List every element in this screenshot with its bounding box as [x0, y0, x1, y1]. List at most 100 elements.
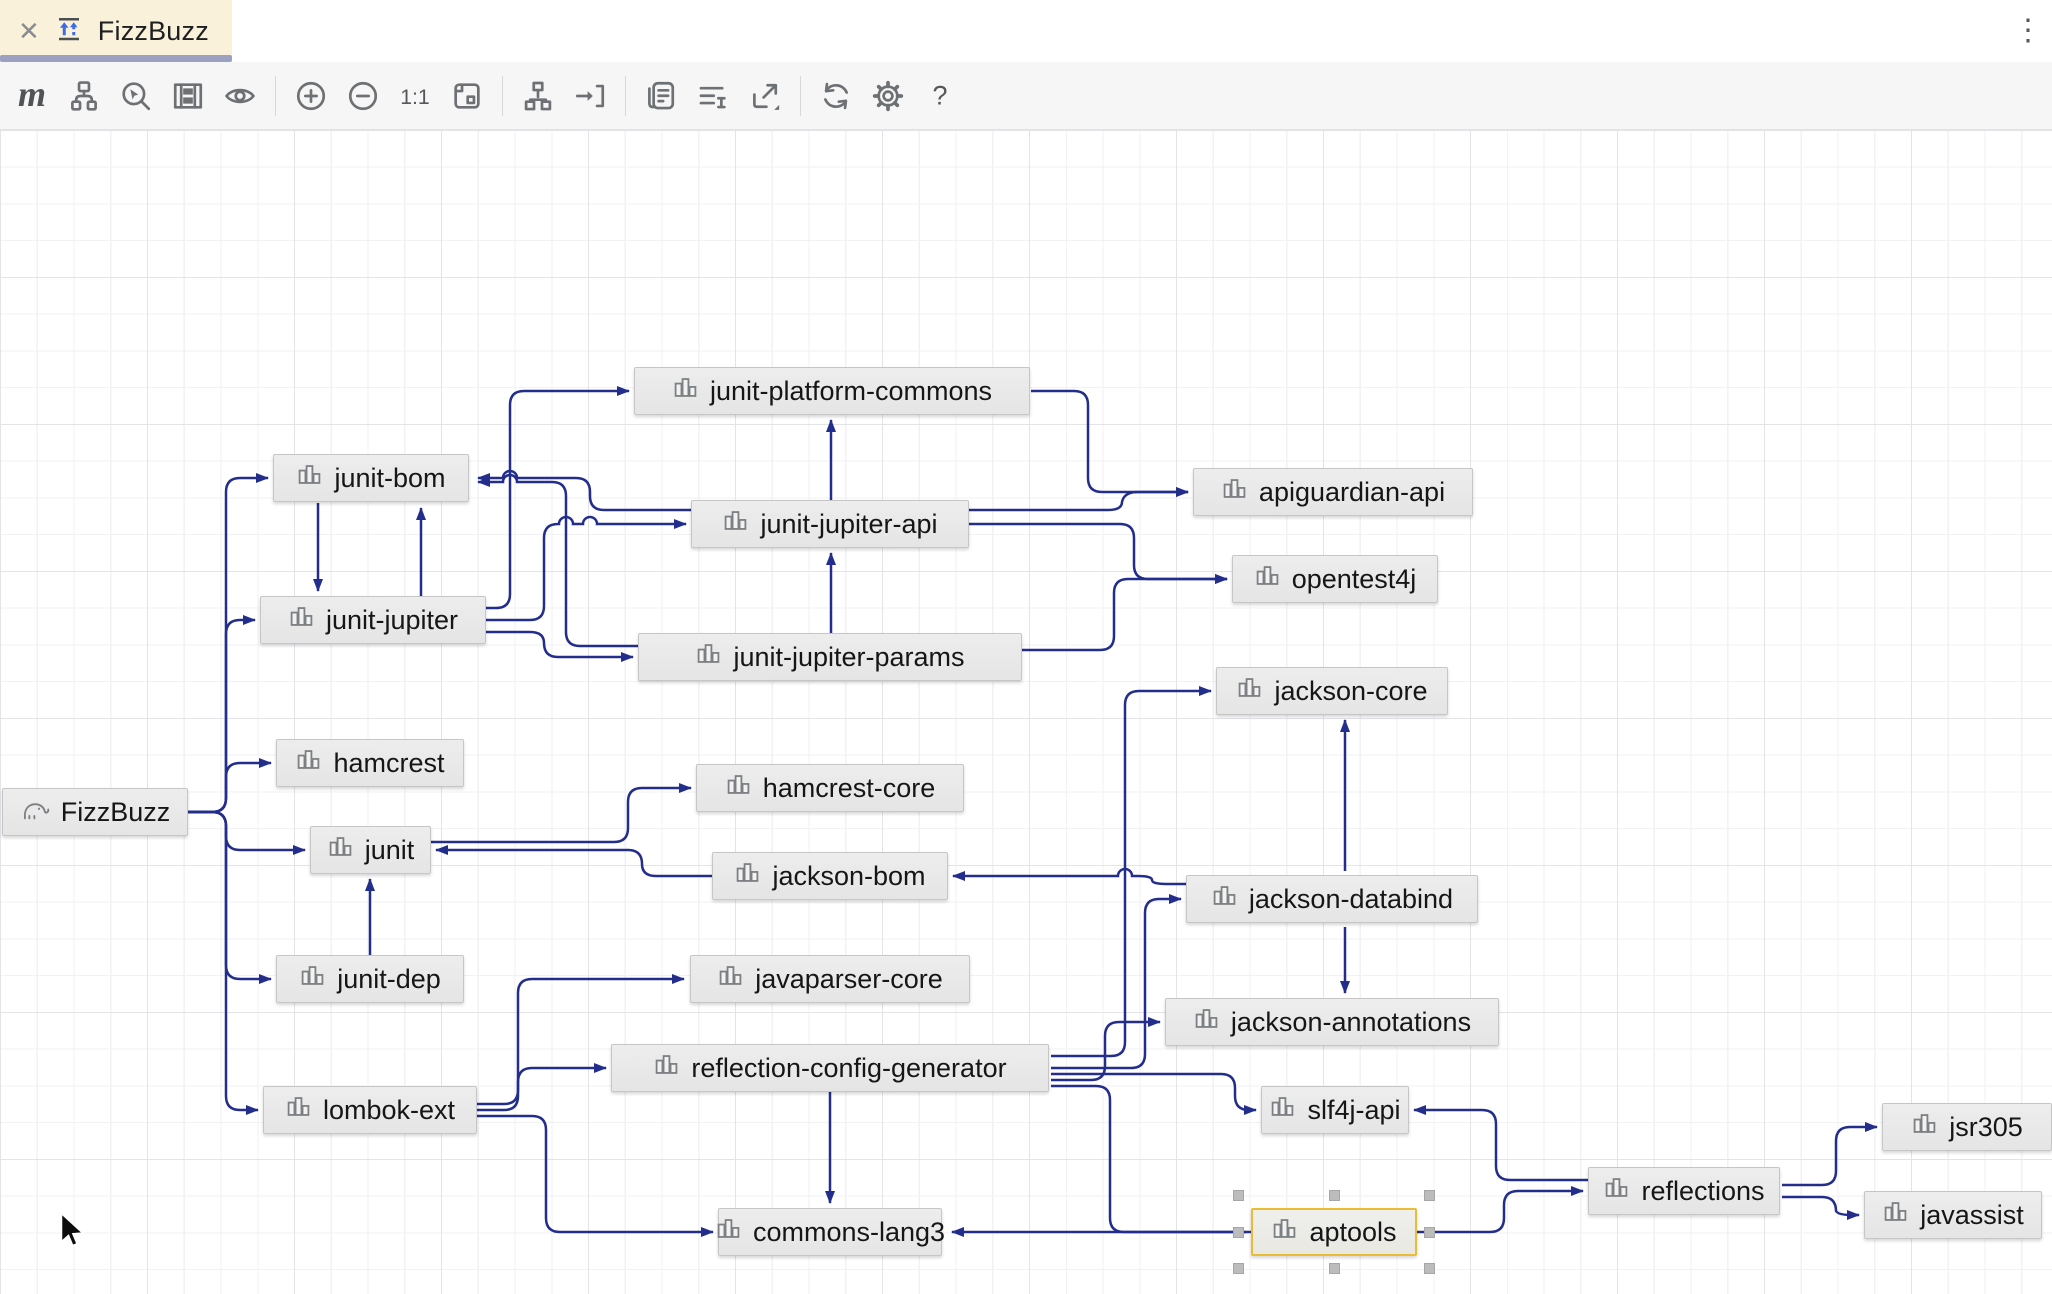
- node-junit[interactable]: junit: [310, 826, 431, 874]
- node-hamcrest-core[interactable]: hamcrest-core: [696, 764, 964, 812]
- tool-scroll-to-node-icon[interactable]: [569, 75, 611, 117]
- node-label: junit-dep: [337, 963, 441, 994]
- node-label: lombok-ext: [322, 1094, 456, 1125]
- tool-maven-logo-icon[interactable]: m: [11, 75, 53, 117]
- selection-handle[interactable]: [1424, 1263, 1435, 1274]
- library-icon: [1882, 1198, 1909, 1232]
- library-icon: [672, 374, 699, 408]
- node-label: jackson-annotations: [1230, 1006, 1472, 1037]
- tab-fizzbuzz[interactable]: ✕ FizzBuzz: [0, 0, 232, 62]
- library-icon: [327, 833, 354, 867]
- node-label: hamcrest: [333, 747, 445, 778]
- node-javaparser-core[interactable]: javaparser-core: [690, 955, 970, 1003]
- library-icon: [1221, 475, 1248, 509]
- node-label: junit-jupiter: [325, 604, 459, 635]
- node-label: apiguardian-api: [1258, 476, 1446, 507]
- node-aptools[interactable]: aptools: [1251, 1208, 1417, 1256]
- toolbar-separator: [502, 75, 503, 116]
- library-icon: [715, 1215, 742, 1249]
- toolbar-separator: [625, 75, 626, 116]
- library-icon: [695, 640, 722, 674]
- node-opentest4j[interactable]: opentest4j: [1232, 555, 1438, 603]
- node-commons-lang3[interactable]: commons-lang3: [715, 1208, 946, 1256]
- selection-handle[interactable]: [1329, 1263, 1340, 1274]
- node-junit-bom[interactable]: junit-bom: [273, 454, 469, 502]
- diagram-file-icon: [54, 14, 84, 49]
- node-javassist[interactable]: javassist: [1864, 1191, 2042, 1239]
- library-icon: [1603, 1174, 1630, 1208]
- node-label: hamcrest-core: [762, 772, 936, 803]
- node-label: aptools: [1309, 1216, 1397, 1247]
- library-icon: [722, 507, 749, 541]
- node-hamcrest[interactable]: hamcrest: [276, 739, 464, 787]
- selection-handle[interactable]: [1233, 1263, 1244, 1274]
- more-options-icon[interactable]: ⋮: [2013, 14, 2043, 47]
- library-icon: [285, 1093, 312, 1127]
- tool-settings-icon[interactable]: [867, 75, 909, 117]
- close-icon[interactable]: ✕: [18, 16, 40, 46]
- node-lombok-ext[interactable]: lombok-ext: [263, 1086, 477, 1134]
- library-icon: [653, 1051, 680, 1085]
- tool-apply-layout-icon[interactable]: [517, 75, 559, 117]
- library-icon: [734, 859, 761, 893]
- selection-handle[interactable]: [1233, 1190, 1244, 1201]
- node-label: junit: [364, 834, 415, 865]
- library-icon: [295, 746, 322, 780]
- tool-copy-diagram-icon[interactable]: [640, 75, 682, 117]
- library-icon: [725, 771, 752, 805]
- tool-show-structure-icon[interactable]: [63, 75, 105, 117]
- tool-visibility-icon[interactable]: [219, 75, 261, 117]
- node-jsr305[interactable]: jsr305: [1882, 1103, 2052, 1151]
- node-junit-platform-commons[interactable]: junit-platform-commons: [634, 367, 1030, 415]
- selection-handle[interactable]: [1233, 1227, 1244, 1238]
- svg-text:1:1: 1:1: [400, 84, 430, 108]
- node-apiguardian-api[interactable]: apiguardian-api: [1193, 468, 1473, 516]
- node-label: FizzBuzz: [60, 796, 171, 827]
- library-icon: [1254, 562, 1281, 596]
- tool-refresh-icon[interactable]: [815, 75, 857, 117]
- node-jackson-core[interactable]: jackson-core: [1216, 667, 1448, 715]
- diagram-canvas[interactable]: [0, 130, 2052, 1294]
- tool-export-diagram-icon[interactable]: [744, 75, 786, 117]
- node-jackson-databind[interactable]: jackson-databind: [1186, 875, 1478, 923]
- tool-thumbnail-view-icon[interactable]: [167, 75, 209, 117]
- node-label: reflection-config-generator: [691, 1052, 1007, 1083]
- tool-fit-content-icon[interactable]: [446, 75, 488, 117]
- diagram-toolbar: m 1:1?: [0, 62, 2052, 130]
- toolbar-separator: [800, 75, 801, 116]
- tool-node-details-icon[interactable]: [692, 75, 734, 117]
- node-fizzbuzz[interactable]: FizzBuzz: [2, 788, 188, 836]
- tool-actual-size-icon[interactable]: 1:1: [394, 75, 436, 117]
- svg-text:m: m: [18, 78, 46, 114]
- node-junit-jupiter[interactable]: junit-jupiter: [260, 596, 486, 644]
- node-label: junit-platform-commons: [709, 375, 993, 406]
- library-icon: [1236, 674, 1263, 708]
- node-reflections[interactable]: reflections: [1588, 1167, 1780, 1215]
- library-icon: [717, 962, 744, 996]
- selection-handle[interactable]: [1329, 1190, 1340, 1201]
- selection-handle[interactable]: [1424, 1190, 1435, 1201]
- node-junit-jupiter-api[interactable]: junit-jupiter-api: [691, 500, 969, 548]
- tool-zoom-out-icon[interactable]: [342, 75, 384, 117]
- toolbar-separator: [275, 75, 276, 116]
- node-junit-jupiter-params[interactable]: junit-jupiter-params: [638, 633, 1022, 681]
- active-tab-indicator: [0, 55, 232, 62]
- tab-title: FizzBuzz: [97, 15, 209, 46]
- library-icon: [1269, 1093, 1296, 1127]
- node-jackson-bom[interactable]: jackson-bom: [712, 852, 948, 900]
- node-jackson-annotations[interactable]: jackson-annotations: [1165, 998, 1499, 1046]
- tool-zoom-in-icon[interactable]: [290, 75, 332, 117]
- svg-text:?: ?: [933, 80, 948, 110]
- library-icon: [288, 603, 315, 637]
- node-slf4j-api[interactable]: slf4j-api: [1261, 1086, 1409, 1134]
- library-icon: [1271, 1215, 1298, 1249]
- selection-handle[interactable]: [1424, 1227, 1435, 1238]
- node-junit-dep[interactable]: junit-dep: [276, 955, 464, 1003]
- node-label: reflections: [1641, 1175, 1765, 1206]
- node-label: commons-lang3: [752, 1216, 946, 1247]
- node-label: jackson-core: [1274, 675, 1428, 706]
- library-icon: [1211, 882, 1238, 916]
- tool-magnify-selection-icon[interactable]: [115, 75, 157, 117]
- node-reflection-config-generator[interactable]: reflection-config-generator: [611, 1044, 1049, 1092]
- tool-help-icon[interactable]: ?: [919, 75, 961, 117]
